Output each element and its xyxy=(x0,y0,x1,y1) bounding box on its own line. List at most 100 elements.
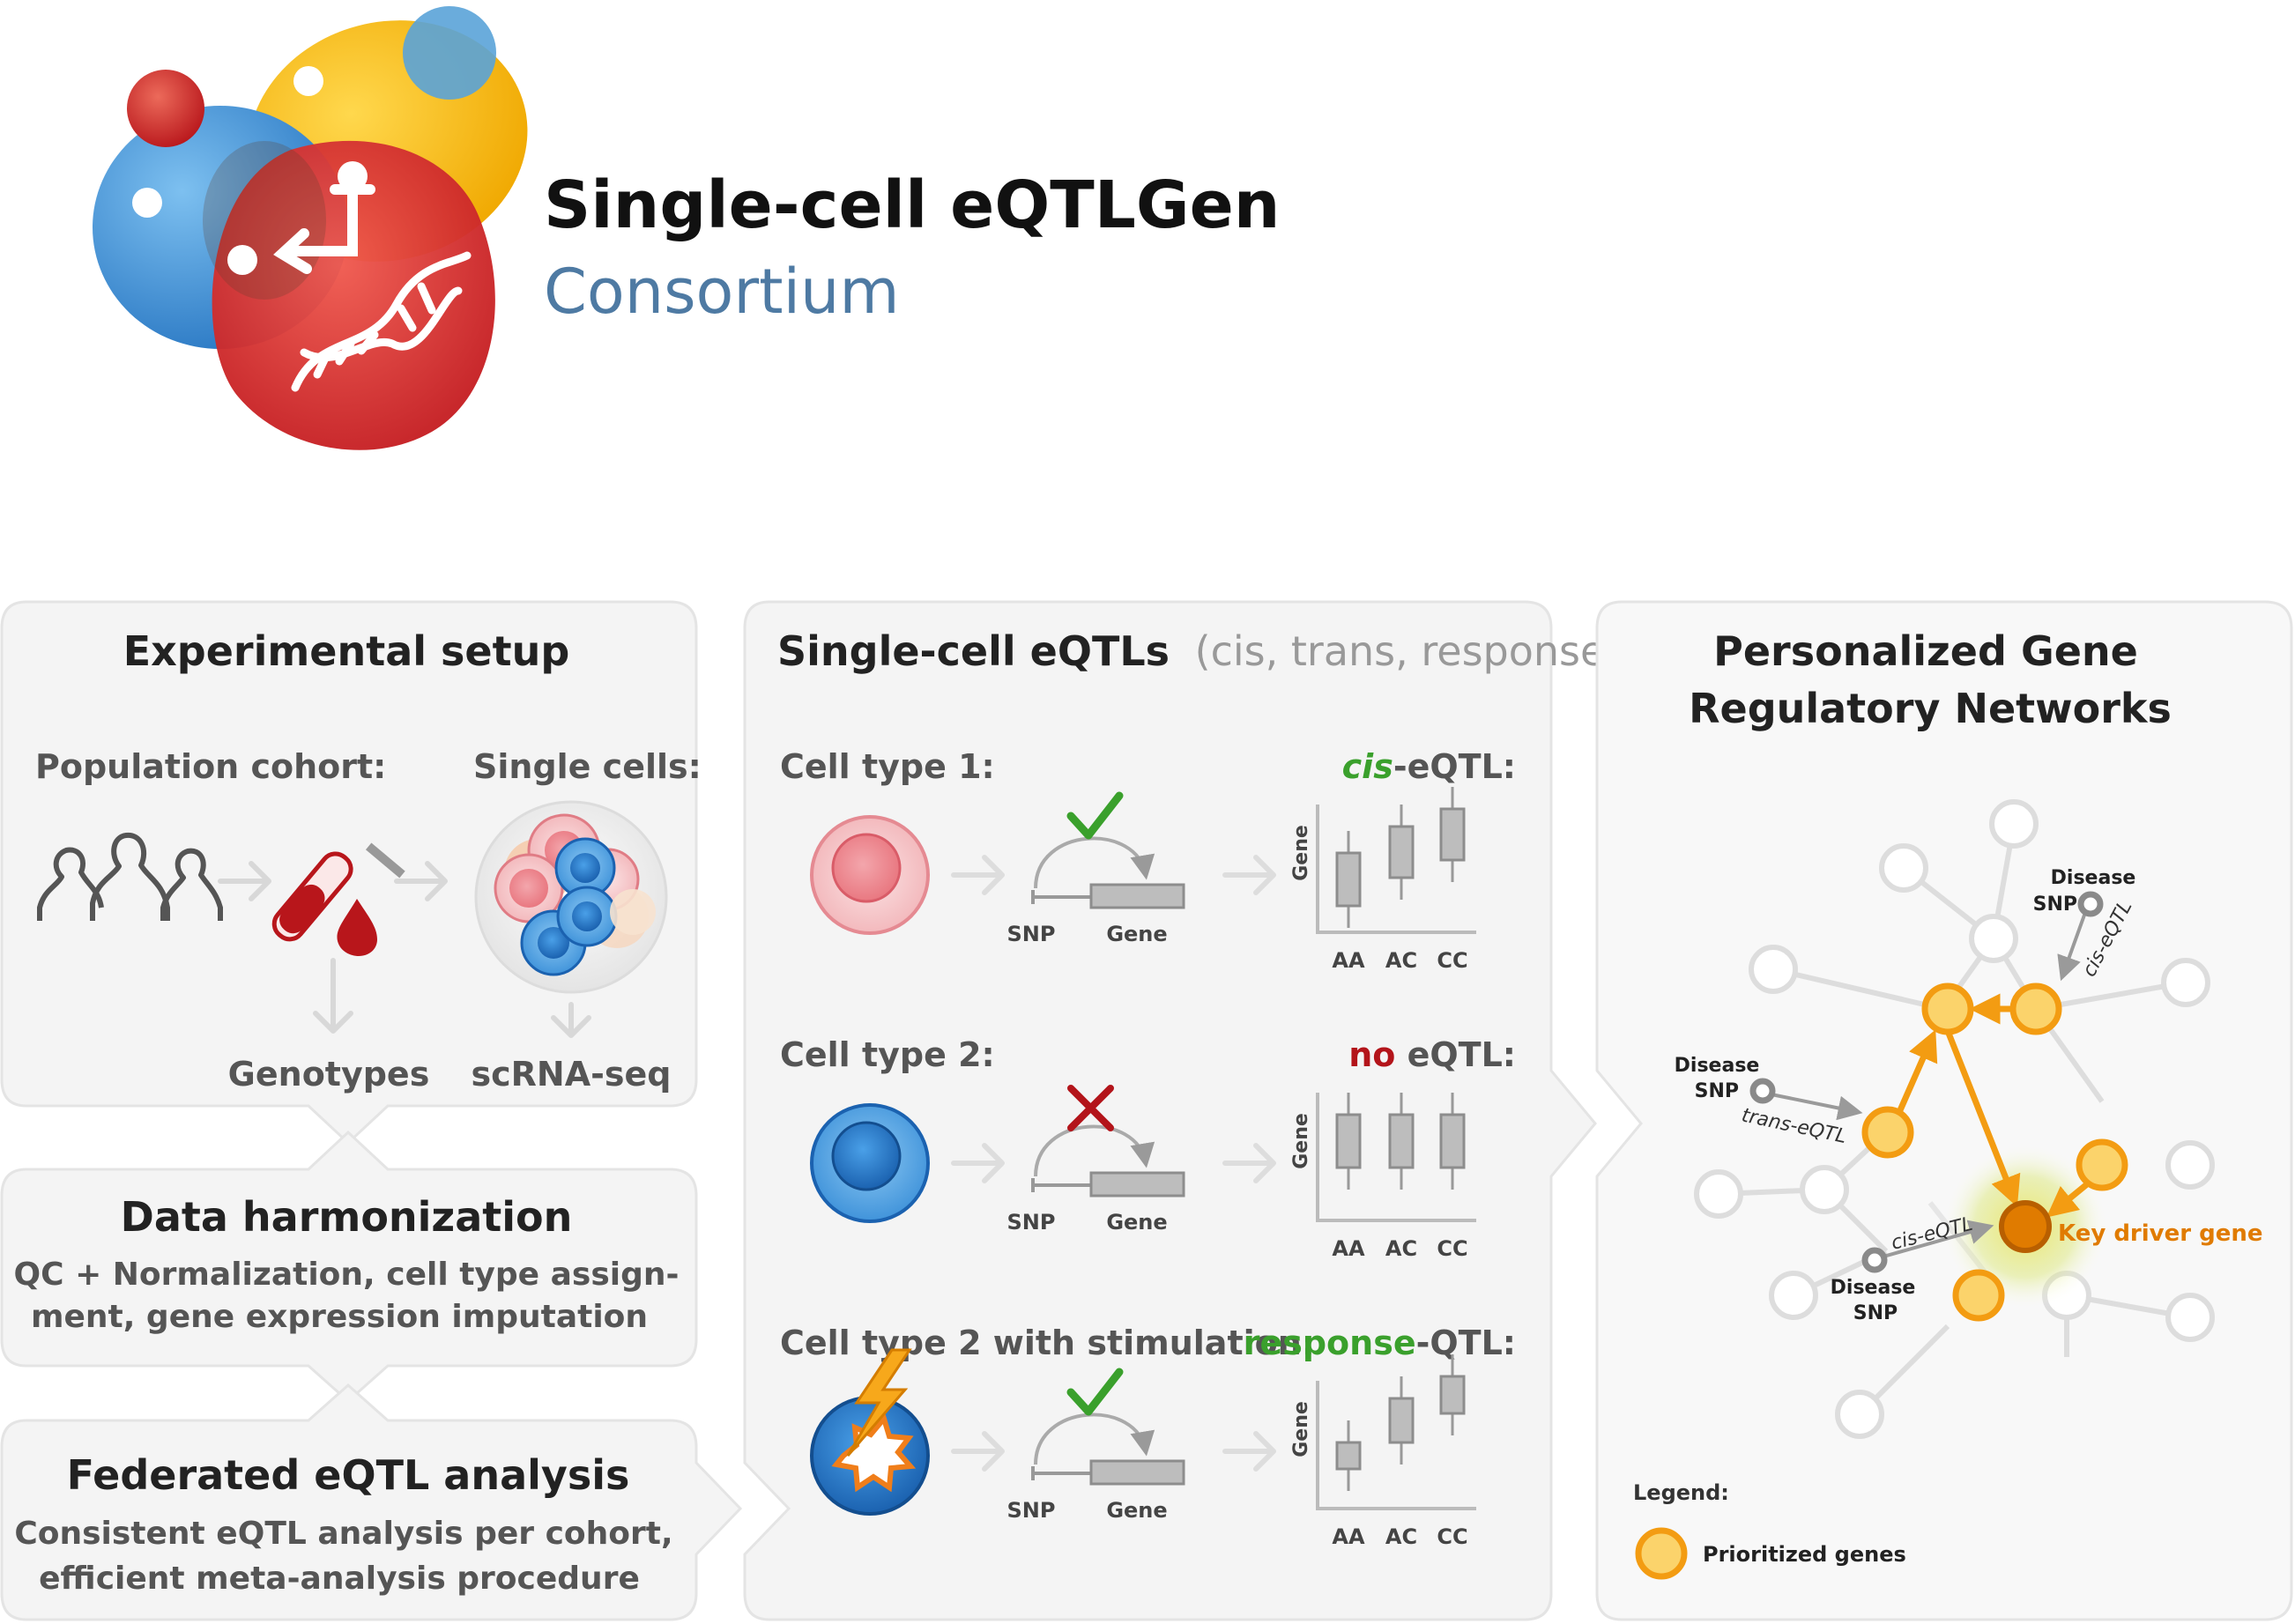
snp-edges xyxy=(1762,907,2089,1260)
harmonization-line2: ment, gene expression imputation xyxy=(31,1299,648,1335)
panel-single-cell-eqtls: Single-cell eQTLs (cis, trans, response)… xyxy=(743,600,1621,1621)
flow-arrow xyxy=(951,855,1005,895)
prioritized-gene-node xyxy=(2076,1138,2128,1191)
genotypes-label: Genotypes xyxy=(228,1055,430,1094)
disease-snp-2-disease: Disease xyxy=(1675,1055,1760,1077)
eqtl-result-em: cis xyxy=(1342,747,1393,786)
key-driver-label: Key driver gene xyxy=(2058,1220,2263,1247)
flow-arrow xyxy=(951,1143,1005,1183)
snp-label: SNP xyxy=(1007,1498,1056,1523)
eqtl-result-em: no xyxy=(1348,1035,1395,1074)
people-icon xyxy=(37,832,223,921)
genotype-tick-label: CC xyxy=(1437,948,1467,973)
cell-nucleus xyxy=(831,1121,902,1191)
boxplot-axis xyxy=(1316,1093,1476,1222)
boxplot-ylabel: Gene xyxy=(1290,1401,1312,1457)
lightning-icon xyxy=(846,1348,912,1457)
federated-title: Federated eQTL analysis xyxy=(67,1451,630,1499)
snp-label: SNP xyxy=(1007,1210,1056,1235)
prioritized-gene-node xyxy=(1861,1106,1914,1159)
prioritized-gene-node xyxy=(1952,1269,2005,1322)
blood-drop-icon xyxy=(337,899,377,956)
genotype-tick-label: CC xyxy=(1437,1236,1467,1261)
population-cohort-label: Population cohort: xyxy=(35,747,386,786)
check-icon xyxy=(1066,791,1124,840)
panel-federated-eqtl: Federated eQTL analysis Consistent eQTL … xyxy=(0,1383,743,1621)
federated-line1: Consistent eQTL analysis per cohort, xyxy=(14,1516,672,1552)
genotype-tick-label: CC xyxy=(1437,1524,1467,1549)
logo-title: Single-cell eQTLGen xyxy=(544,167,1280,243)
eqtl-result-label: cis-eQTL: xyxy=(1342,747,1516,786)
eqtl-title: Single-cell eQTLs (cis, trans, response) xyxy=(777,627,1621,675)
legend-prioritized-label: Prioritized genes xyxy=(1703,1542,1906,1567)
federated-line2: efficient meta-analysis procedure xyxy=(39,1561,640,1597)
flow-arrow xyxy=(1222,1431,1276,1472)
logo-blob-red xyxy=(212,140,495,450)
panel-gene-networks: Personalized Gene Regulatory Networks xyxy=(1595,600,2293,1621)
eqtl-result-rest: -QTL: xyxy=(1416,1324,1516,1362)
blood-tube-icon xyxy=(271,842,405,956)
gene-label: Gene xyxy=(1106,922,1167,946)
flow-arrow xyxy=(1222,1143,1276,1183)
prioritized-gene-node xyxy=(2009,983,2062,1035)
genotype-tick-label: AC xyxy=(1385,1236,1417,1261)
gene-label: Gene xyxy=(1106,1210,1167,1235)
cell-nucleus xyxy=(831,833,902,903)
flow-arrow xyxy=(951,1431,1005,1472)
disease-snp-1-disease: Disease xyxy=(2051,867,2136,889)
boxplot-box xyxy=(1335,1441,1362,1471)
background-nodes xyxy=(1694,799,2215,1439)
eqtl-title-sub: (cis, trans, response) xyxy=(1195,627,1622,675)
disease-snp-3-disease: Disease xyxy=(1831,1277,1916,1299)
setup-title: Experimental setup xyxy=(123,627,570,675)
setup-arrows xyxy=(218,861,591,1038)
eqtl-arrow-icon xyxy=(273,184,375,274)
legend-prioritized-swatch xyxy=(1635,1527,1688,1580)
snp-label: SNP xyxy=(1007,922,1056,946)
disease-snp-3-snp: SNP xyxy=(1853,1302,1898,1324)
single-cells-label: Single cells: xyxy=(473,747,702,786)
boxplot-axis xyxy=(1316,805,1476,934)
check-icon xyxy=(1066,1368,1124,1416)
boxplot-box xyxy=(1335,1113,1362,1169)
eqtl-result-em: response xyxy=(1244,1324,1416,1362)
gene-box xyxy=(1089,883,1185,909)
cross-icon xyxy=(1067,1085,1114,1131)
disease-snp-1-snp: SNP xyxy=(2033,894,2077,916)
cell-type-label: Cell type 2 with stimulation: xyxy=(780,1324,1315,1362)
boxplot-ylabel: Gene xyxy=(1290,825,1312,881)
gene-box xyxy=(1089,1459,1185,1486)
boxplot-box xyxy=(1439,1113,1466,1169)
genotype-tick-label: AA xyxy=(1332,1236,1365,1261)
dna-helix-icon xyxy=(291,251,472,392)
genotype-tick-label: AA xyxy=(1332,948,1365,973)
logo-blob-small-blue xyxy=(403,6,496,100)
harmonization-line1: QC + Normalization, cell type assign- xyxy=(14,1257,680,1293)
boxplot-box xyxy=(1388,1397,1415,1444)
eqtl-result-label: response-QTL: xyxy=(1244,1324,1516,1362)
eqtl-result-rest: eQTL: xyxy=(1395,1035,1516,1074)
prioritized-gene-node xyxy=(1921,983,1974,1035)
boxplot-axis xyxy=(1316,1381,1476,1510)
eqtl-row-3: Cell type 2 with stimulation:response-QT… xyxy=(780,1324,1516,1549)
network-title-line1: Personalized Gene xyxy=(1713,627,2138,675)
eqtl-result-label: no eQTL: xyxy=(1348,1035,1516,1074)
scrna-seq-label: scRNA-seq xyxy=(472,1055,672,1094)
eqtl-title-main: Single-cell eQTLs xyxy=(777,627,1170,675)
boxplot-ylabel: Gene xyxy=(1290,1113,1312,1169)
gene-label: Gene xyxy=(1106,1498,1167,1523)
boxplot-box xyxy=(1388,1113,1415,1169)
cell-type-label: Cell type 2: xyxy=(780,1035,995,1074)
boxplot-box xyxy=(1335,851,1362,908)
genotype-tick-label: AC xyxy=(1385,948,1417,973)
genotype-tick-label: AC xyxy=(1385,1524,1417,1549)
harmonization-title: Data harmonization xyxy=(121,1193,573,1241)
network-title-line2: Regulatory Networks xyxy=(1689,685,2172,732)
boxplot-box xyxy=(1439,1375,1466,1415)
genotype-tick-label: AA xyxy=(1332,1524,1365,1549)
boxplot-box xyxy=(1388,825,1415,879)
panel-data-harmonization: Data harmonization QC + Normalization, c… xyxy=(0,1130,698,1404)
cell-type-label: Cell type 1: xyxy=(780,747,995,786)
